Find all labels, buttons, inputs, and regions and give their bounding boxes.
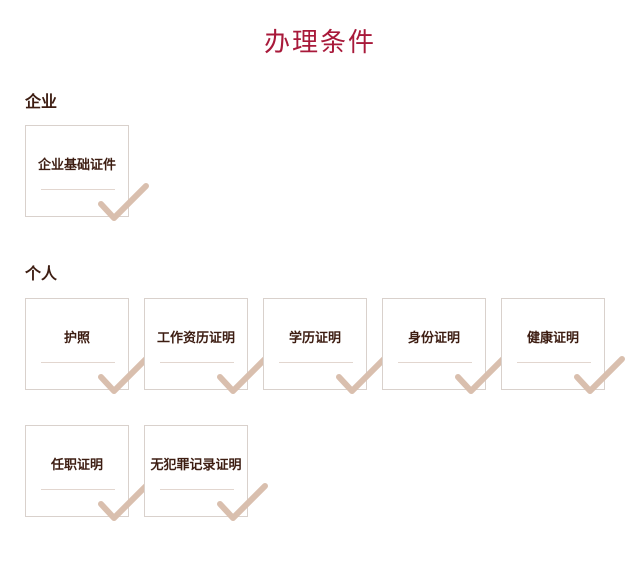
card-divider: [279, 362, 353, 363]
requirement-card-passport: 护照: [25, 298, 149, 394]
requirement-card-label: 身份证明: [407, 331, 460, 346]
requirement-card-health: 健康证明: [501, 298, 625, 394]
card-divider: [160, 489, 234, 490]
requirement-card-work-experience: 工作资历证明: [144, 298, 268, 394]
checkmark-icon: [455, 356, 506, 394]
card-divider: [41, 362, 115, 363]
card-divider: [41, 489, 115, 490]
checkmark-icon: [98, 183, 149, 221]
checkmark-icon: [217, 356, 268, 394]
section-label-personal: 个人: [25, 264, 58, 283]
checkmark-icon: [98, 483, 149, 521]
card-divider: [160, 362, 234, 363]
checkmark-icon: [217, 483, 268, 521]
requirement-card-label: 健康证明: [526, 331, 579, 346]
card-divider: [398, 362, 472, 363]
checkmark-icon: [574, 356, 625, 394]
requirement-card-identity: 身份证明: [382, 298, 506, 394]
requirement-card-enterprise-docs: 企业基础证件: [25, 125, 149, 221]
card-divider: [41, 189, 115, 190]
requirement-card-education: 学历证明: [263, 298, 387, 394]
checkmark-icon: [336, 356, 387, 394]
requirement-card-label: 工作资历证明: [156, 331, 235, 346]
card-divider: [517, 362, 591, 363]
checkmark-icon: [98, 356, 149, 394]
requirement-card-label: 无犯罪记录证明: [150, 458, 242, 473]
section-label-enterprise: 企业: [25, 92, 58, 111]
requirement-card-label: 护照: [63, 331, 90, 346]
requirement-card-label: 企业基础证件: [37, 158, 116, 173]
requirement-card-label: 任职证明: [50, 458, 103, 473]
requirement-card-label: 学历证明: [288, 331, 341, 346]
requirement-card-no-criminal-record: 无犯罪记录证明: [144, 425, 268, 521]
requirement-card-employment: 任职证明: [25, 425, 149, 521]
page-title: 办理条件: [263, 28, 376, 58]
